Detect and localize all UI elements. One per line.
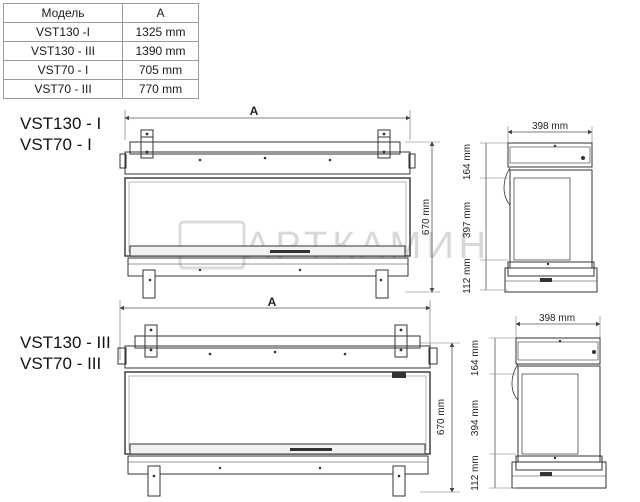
- group1-depth-dimension: 398 mm: [532, 121, 568, 132]
- group2-top-dimension: 164 mm: [470, 340, 481, 376]
- group2-front-details: [149, 328, 406, 478]
- group2-model-1: VST130 - III: [20, 333, 111, 352]
- watermark-logo: [178, 220, 246, 270]
- group2-mid-dimension: 394 mm: [470, 400, 481, 436]
- group2-width-dimension: A: [268, 295, 277, 309]
- group1-top-dimension: 164 mm: [462, 144, 473, 180]
- group1-model-1: VST130 - I: [20, 114, 102, 133]
- model-dimension-table: Модель A VST130 -I 1325 mm VST130 - III …: [3, 3, 199, 99]
- table-cell-a: 770 mm: [122, 79, 199, 99]
- group1-width-dimension: A: [250, 104, 259, 118]
- group1-model-2: VST70 - I: [20, 135, 92, 154]
- table-row: VST70 - I 705 mm: [3, 60, 199, 80]
- group1-front-details: [145, 132, 386, 282]
- group2-depth-dimension: 398 mm: [539, 313, 575, 324]
- group1-front-view: [119, 110, 416, 299]
- table-cell-model: VST70 - III: [3, 79, 123, 99]
- group1-side-details: [540, 144, 585, 282]
- group1-bottom-dimension: 112 mm: [462, 258, 473, 293]
- group2-height-dimension: 670 mm: [436, 399, 447, 435]
- group2-front-view: [117, 300, 438, 497]
- group2-side-details: [540, 339, 596, 476]
- table-row: VST70 - III 770 mm: [3, 79, 199, 99]
- group1-side-dimension-lines: [480, 142, 508, 291]
- group2-side-dimension-lines: [489, 337, 516, 489]
- group1-height-dimension: 670 mm: [421, 199, 432, 235]
- group1-mid-dimension: 397 mm: [462, 202, 473, 238]
- group1-side-view: [503, 126, 598, 293]
- group2-bottom-dimension: 112 mm: [470, 455, 481, 490]
- group2-side-view: [511, 316, 607, 489]
- group2-model-2: VST70 - III: [20, 354, 102, 373]
